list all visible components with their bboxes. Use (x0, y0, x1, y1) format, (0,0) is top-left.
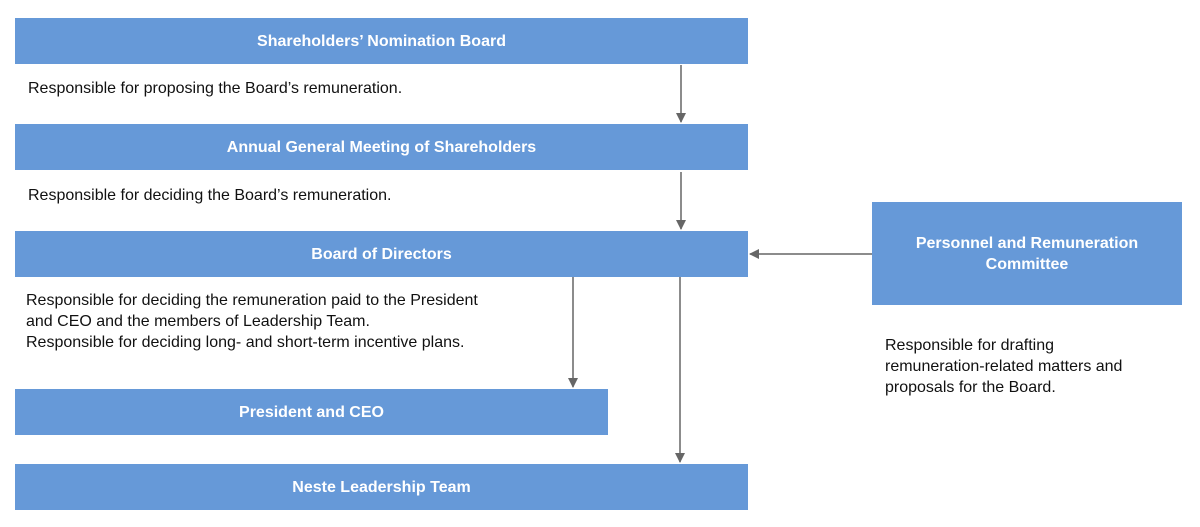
nomination-board-box: Shareholders’ Nomination Board (15, 18, 748, 64)
committee-description: Responsible for drafting remuneration-re… (885, 337, 1123, 396)
leadership-team-box: Neste Leadership Team (15, 464, 748, 510)
committee-label: Personnel and Remuneration Committee (915, 234, 1139, 273)
president-box: President and CEO (15, 389, 608, 435)
board-label: Board of Directors (311, 245, 452, 263)
nomination-board-label: Shareholders’ Nomination Board (257, 32, 506, 50)
committee-box: Personnel and Remuneration Committee (872, 202, 1182, 305)
leadership-team-label: Neste Leadership Team (292, 478, 471, 496)
nomination-board-description: Responsible for proposing the Board’s re… (28, 80, 403, 97)
agm-box: Annual General Meeting of Shareholders (15, 124, 748, 170)
agm-description: Responsible for deciding the Board’s rem… (28, 187, 392, 204)
agm-label: Annual General Meeting of Shareholders (226, 138, 537, 156)
president-label: President and CEO (239, 403, 384, 421)
board-description: Responsible for deciding the remuneratio… (26, 292, 478, 351)
board-box: Board of Directors (15, 231, 748, 277)
